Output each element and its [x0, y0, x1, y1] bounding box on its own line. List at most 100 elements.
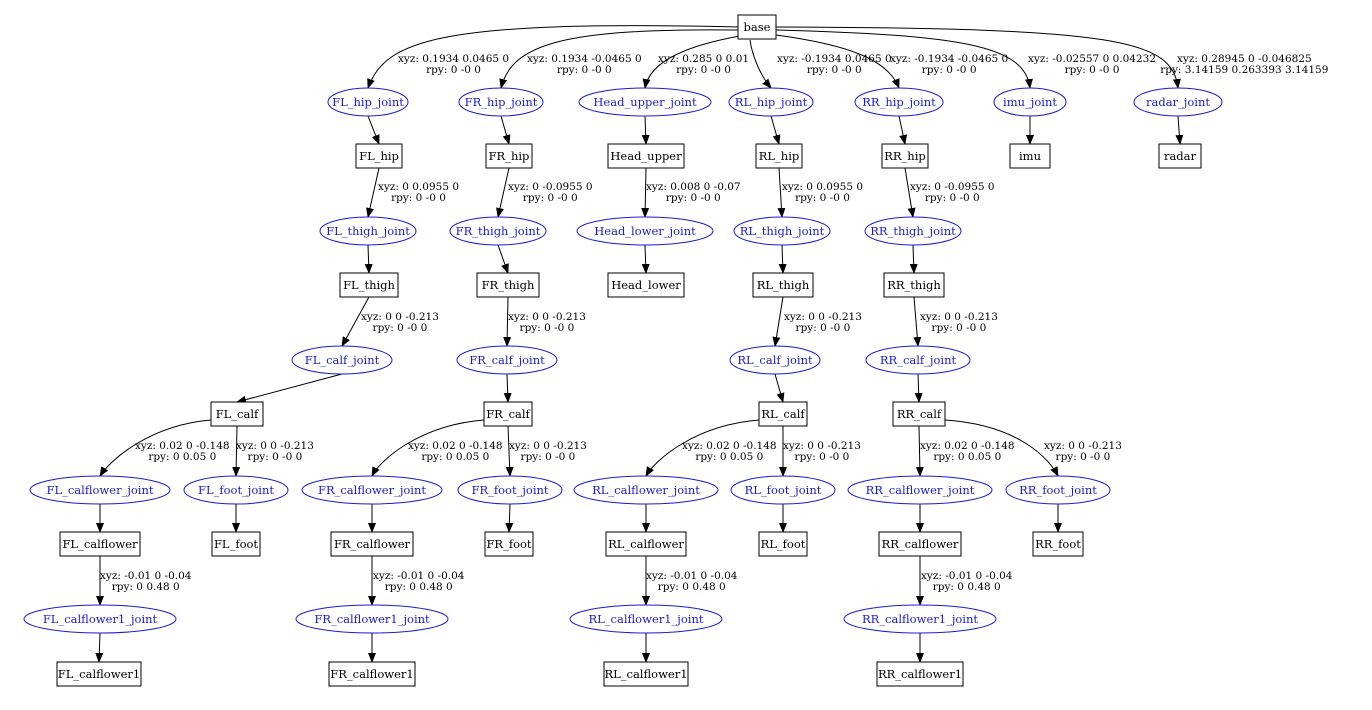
edge-FL_calf-to-FL_foot_joint — [232, 425, 241, 477]
link-node-FL_hip — [355, 143, 403, 169]
joint-node-FR_calf_joint — [456, 345, 558, 375]
origin-xyz-radar_joint: xyz: 0.28945 0 -0.046825 — [1177, 53, 1312, 65]
joint-node-FR_calflower1_joint — [295, 604, 449, 634]
origin-rpy-RR_hip_joint: rpy: 0 -0 0 — [922, 64, 977, 76]
origin-rpy-RL_calf_joint: rpy: 0 -0 0 — [796, 322, 851, 334]
joint-label-RR_foot_joint: RR_foot_joint — [1019, 483, 1097, 497]
edge-RR_hip_joint-to-RR_hip — [898, 115, 908, 145]
edge-FR_calf-to-FR_calflower_joint — [371, 419, 485, 477]
edge-Head_upper-to-Head_lower_joint — [641, 167, 650, 218]
edge-RL_hip_joint-to-RL_hip — [770, 115, 781, 145]
link-label-RR_calflower1: RR_calflower1 — [878, 667, 962, 681]
origin-xyz-FL_calflower_joint: xyz: 0.02 0 -0.148 — [135, 440, 230, 452]
origin-rpy-RL_thigh_joint: rpy: 0 -0 0 — [795, 192, 850, 204]
origin-rpy-FR_calf_joint: rpy: 0 -0 0 — [520, 322, 575, 334]
joint-node-RR_calflower1_joint — [843, 604, 997, 634]
edge-FR_hip-to-FR_thigh_joint — [496, 167, 510, 218]
joint-node-Head_upper_joint — [578, 87, 712, 117]
origin-xyz-FL_thigh_joint: xyz: 0 0.0955 0 — [378, 181, 459, 193]
edge-FR_foot_joint-to-FR_foot — [505, 503, 514, 533]
origin-rpy-RR_calflower_joint: rpy: 0 0.05 0 — [933, 451, 1001, 463]
edge-base-to-FL_hip_joint — [367, 25, 739, 89]
edge-RR_thigh_joint-to-RR_thigh — [909, 244, 918, 274]
link-label-RL_thigh: RL_thigh — [757, 278, 810, 292]
joint-node-RR_calflower_joint — [847, 475, 993, 505]
edge-radar_joint-to-radar — [1175, 115, 1184, 145]
joint-label-FR_foot_joint: FR_foot_joint — [471, 483, 548, 497]
edge-FR_calf-to-FR_foot_joint — [505, 425, 514, 477]
link-label-RR_foot: RR_foot — [1035, 537, 1081, 551]
origin-rpy-FL_hip_joint: rpy: 0 -0 0 — [426, 64, 481, 76]
origin-xyz-RL_calflower_joint: xyz: 0.02 0 -0.148 — [682, 440, 777, 452]
joint-label-Head_lower_joint: Head_lower_joint — [594, 224, 696, 238]
link-node-RL_calf — [758, 401, 808, 427]
origin-xyz-Head_lower_joint: xyz: 0.008 0 -0.07 — [646, 181, 741, 193]
origin-xyz-RR_calflower1_joint: xyz: -0.01 0 -0.04 — [921, 570, 1013, 582]
origin-rpy-radar_joint: rpy: 3.14159 0.263393 3.14159 — [1160, 64, 1328, 76]
link-label-RL_calflower1: RL_calflower1 — [604, 667, 687, 681]
link-label-RL_calf: RL_calf — [761, 407, 805, 421]
joint-node-RL_calflower1_joint — [569, 604, 723, 634]
origin-xyz-FR_thigh_joint: xyz: 0 -0.0955 0 — [508, 181, 593, 193]
origin-rpy-RL_hip_joint: rpy: 0 -0 0 — [807, 64, 862, 76]
link-label-FR_hip: FR_hip — [489, 149, 530, 163]
origin-xyz-FR_foot_joint: xyz: 0 0 -0.213 — [509, 440, 587, 452]
link-node-FR_calf — [483, 401, 533, 427]
link-node-RL_hip — [755, 143, 803, 169]
joint-node-RR_calf_joint — [865, 345, 971, 375]
joint-node-FL_hip_joint — [327, 87, 409, 117]
origin-xyz-Head_upper_joint: xyz: 0.285 0 0.01 — [658, 53, 749, 65]
joint-label-FL_foot_joint: FL_foot_joint — [198, 483, 274, 497]
link-label-FL_foot: FL_foot — [214, 537, 258, 551]
edge-base-to-radar_joint — [775, 26, 1181, 89]
edge-FL_hip-to-FL_thigh_joint — [366, 167, 380, 218]
link-label-RL_calflower: RL_calflower — [608, 537, 684, 551]
origin-rpy-RR_calflower1_joint: rpy: 0 0.48 0 — [933, 581, 1001, 593]
edge-base-to-RR_hip_joint — [775, 34, 900, 89]
link-node-FR_calflower1 — [328, 661, 416, 687]
origin-xyz-FR_hip_joint: xyz: 0.1934 -0.0465 0 — [527, 53, 642, 65]
joint-node-FR_calflower_joint — [301, 475, 443, 505]
origin-rpy-FR_foot_joint: rpy: 0 -0 0 — [521, 451, 576, 463]
link-label-RR_hip: RR_hip — [884, 149, 926, 163]
origin-rpy-FL_thigh_joint: rpy: 0 -0 0 — [391, 192, 446, 204]
edge-FL_thigh_joint-to-FL_thigh — [364, 244, 373, 274]
joint-node-RR_thigh_joint — [864, 216, 962, 246]
origin-rpy-RR_foot_joint: rpy: 0 -0 0 — [1056, 451, 1111, 463]
joint-label-RL_calflower_joint: RL_calflower_joint — [592, 483, 700, 497]
link-node-FR_foot — [484, 531, 534, 557]
edge-RL_calf-to-RL_calflower_joint — [645, 419, 760, 477]
joint-node-RL_thigh_joint — [733, 216, 831, 246]
origin-xyz-RR_thigh_joint: xyz: 0 -0.0955 0 — [910, 181, 995, 193]
link-label-FL_hip: FL_hip — [359, 149, 399, 163]
origin-rpy-FL_foot_joint: rpy: 0 -0 0 — [248, 451, 303, 463]
edge-FL_hip_joint-to-FL_hip — [367, 115, 380, 145]
edge-RL_thigh-to-RL_calf_joint — [772, 296, 784, 347]
edge-FL_thigh-to-FL_calf_joint — [341, 296, 370, 347]
link-node-FL_calf — [210, 401, 264, 427]
joint-label-FR_calf_joint: FR_calf_joint — [469, 353, 545, 367]
link-node-RR_foot — [1032, 531, 1084, 557]
joint-label-RL_foot_joint: RL_foot_joint — [745, 483, 822, 497]
origin-rpy-FL_calf_joint: rpy: 0 -0 0 — [373, 322, 428, 334]
link-label-RL_foot: RL_foot — [761, 537, 806, 551]
joint-label-FL_hip_joint: FL_hip_joint — [332, 95, 404, 109]
link-node-base — [737, 14, 777, 40]
joint-label-RL_calflower1_joint: RL_calflower1_joint — [588, 612, 703, 626]
link-node-FL_thigh — [339, 272, 399, 298]
link-node-RR_calf — [892, 401, 946, 427]
edge-FL_calflower1_joint-to-FL_calflower1 — [95, 632, 104, 663]
edge-RL_calf_joint-to-RL_calf — [774, 373, 785, 403]
origin-rpy-FR_thigh_joint: rpy: 0 -0 0 — [523, 192, 578, 204]
link-label-FR_foot: FR_foot — [486, 537, 531, 551]
link-node-RL_calflower1 — [603, 661, 689, 687]
edge-base-to-RL_hip_joint — [749, 39, 772, 89]
edges — [95, 25, 1184, 663]
joint-label-FL_calf_joint: FL_calf_joint — [305, 353, 380, 367]
edge-FR_thigh-to-FR_calf_joint — [503, 296, 512, 347]
origin-rpy-Head_lower_joint: rpy: 0 -0 0 — [666, 192, 721, 204]
joint-label-RR_calflower_joint: RR_calflower_joint — [866, 483, 975, 497]
link-label-radar: radar — [1164, 149, 1197, 163]
joint-node-RL_hip_joint — [728, 87, 814, 117]
link-label-RR_calflower: RR_calflower — [882, 537, 959, 551]
